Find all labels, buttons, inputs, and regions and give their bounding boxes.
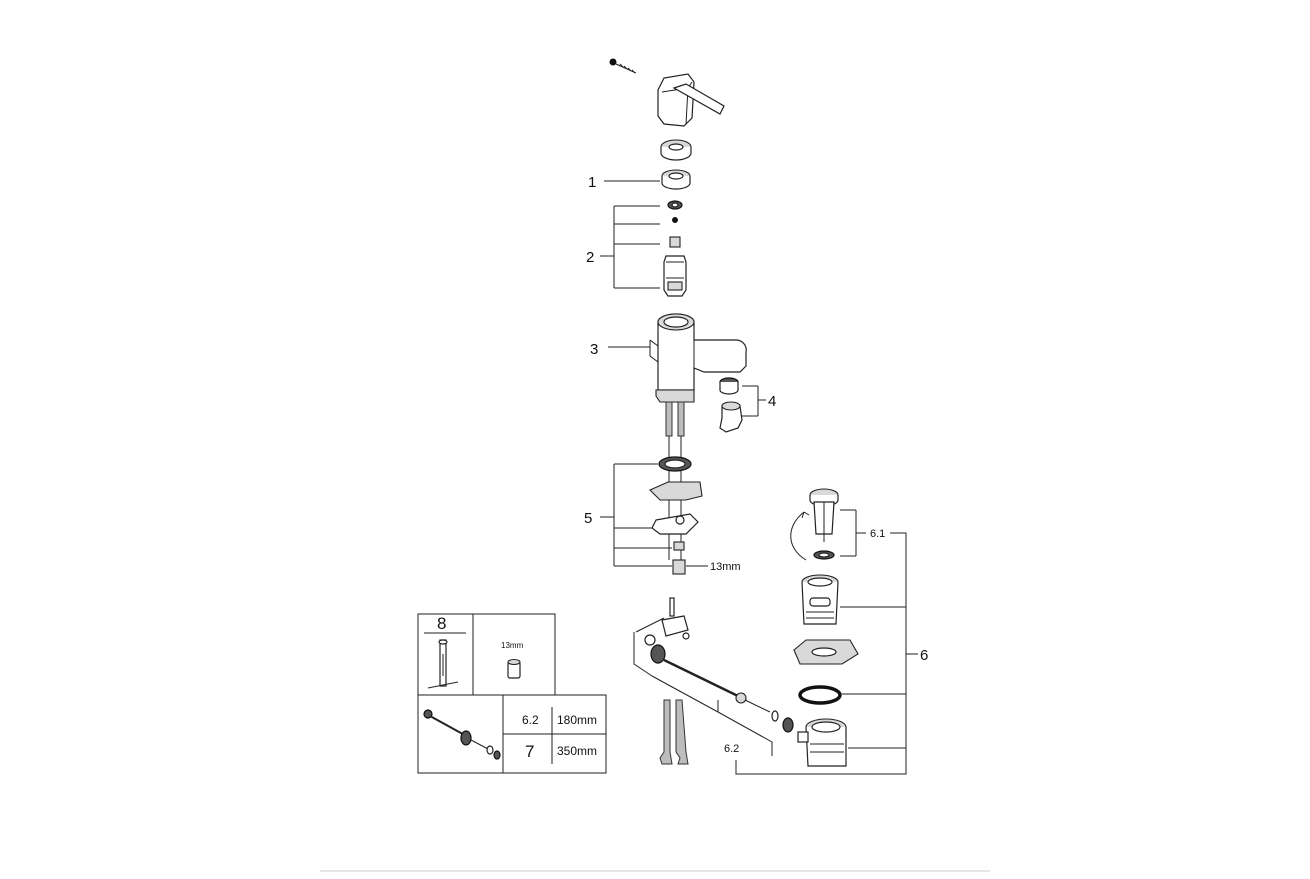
pop-up-lever-stub [649,339,659,363]
mounting-nut-1 [673,541,685,551]
lever-handle-arm [672,83,725,115]
tool-size: 13mm [501,641,524,650]
callout-6: 6 [920,647,928,664]
leader-6-2-bracket-right [651,675,773,756]
part-5-mounting-kit [649,456,703,575]
horseshoe-washer [651,513,699,535]
mounting-nut-2 [672,559,686,575]
callout-6-1: 6.1 [870,528,885,540]
base-plate [655,389,695,403]
pivot-washer [771,710,779,722]
pivot-seal [782,717,794,733]
leader-6-frame [735,532,907,775]
legend-row-part: 6.2 [522,713,539,727]
supply-hoses-lower [659,699,689,765]
callout-5: 5 [584,510,592,527]
rotation-arrow [790,511,807,561]
linkage-nut [650,644,666,664]
tool-socket-icon [507,658,521,679]
callout-1: 1 [588,174,596,191]
leader-6-branches [840,606,906,749]
leader-5-bracket [613,463,672,567]
set-screw-head [609,58,617,66]
callout-2: 2 [586,249,594,266]
leader-4 [742,385,766,417]
legend-row-part: 7 [525,742,534,761]
handle-assembly [609,58,725,127]
part-3-faucet-body [649,313,747,403]
legend-row-1: 6.2 180mm [522,713,597,727]
set-screw-thread [619,63,636,74]
supply-hoses-upper [665,401,685,560]
clamp-screw [644,634,656,646]
pivot-ball [735,692,747,704]
rubber-gasket [649,481,703,501]
waste-nut [805,726,847,767]
legend-table: 8 13mm 6.2 180mm 7 [417,613,607,774]
aerator-housing [719,405,743,433]
tool-number: 8 [437,614,446,633]
tool-spanner-icon [427,639,459,689]
lift-rod-top [669,597,675,617]
leader-6-1-bracket [840,509,866,557]
leader-2-bracket [613,205,660,289]
part-6-2-linkage [644,597,794,733]
lever-handle-body [657,73,695,127]
callout-6-2: 6.2 [724,743,739,755]
callout-13mm: 13mm [710,561,741,573]
cover-cap [660,139,692,161]
legend-row-length: 350mm [557,744,597,758]
linkage-clamp [661,615,689,637]
cartridge-adapter [669,236,681,248]
callout-4: 4 [768,393,776,410]
leader-6-2-bracket-left [633,617,665,677]
part-2-cartridge-group [663,200,687,297]
callout-3: 3 [590,341,598,358]
cartridge-screw [672,217,678,223]
linkage-kit-icon [423,709,501,760]
part-4-aerator [719,377,743,433]
pivot-rod [663,658,741,699]
part-1-ring [661,169,691,190]
legend-row-2: 7 350mm [525,742,597,761]
waste-o-ring [798,685,842,705]
legend-row-length: 180mm [557,713,597,727]
part-6-pop-up-waste [790,488,859,767]
